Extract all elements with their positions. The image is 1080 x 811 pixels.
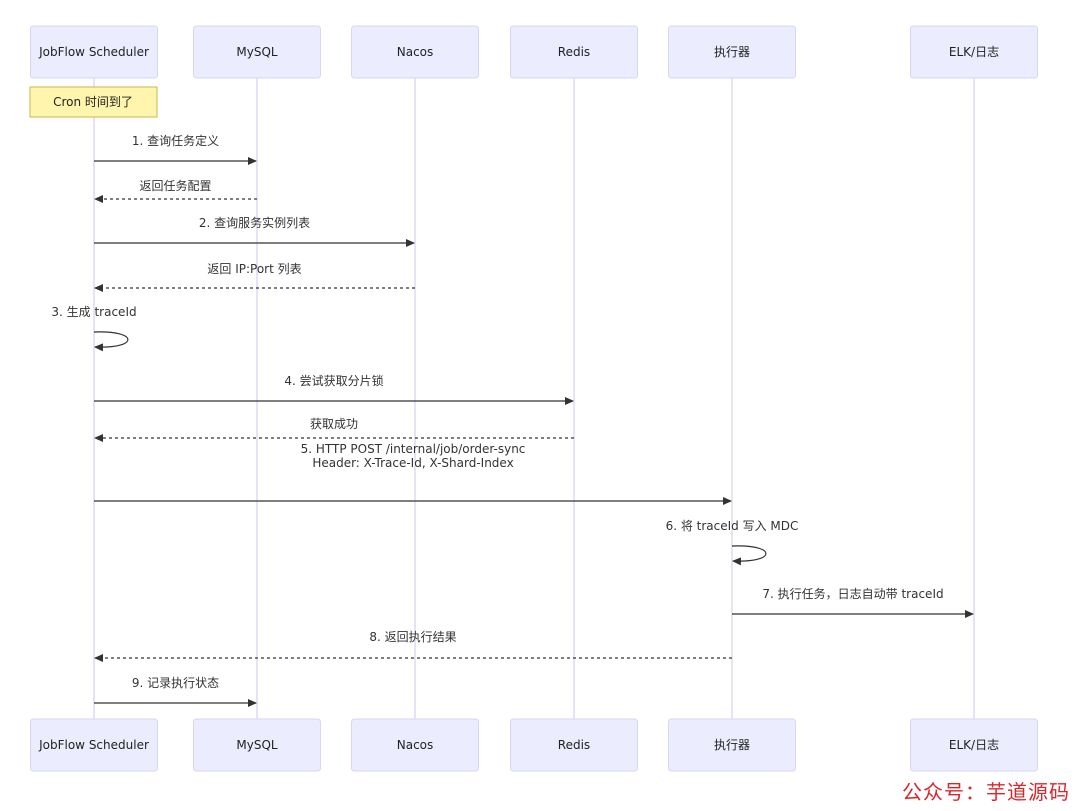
participant-box	[351, 25, 479, 79]
participant-box	[510, 25, 638, 79]
participant-box	[910, 25, 1038, 79]
message-8: 5. HTTP POST /internal/job/order-syncHea…	[94, 442, 732, 505]
participant-label: ELK/日志	[949, 45, 999, 59]
message-12: 9. 记录执行状态	[94, 676, 257, 707]
participant-label: MySQL	[236, 738, 278, 752]
message-9: 6. 将 traceId 写入 MDC	[666, 519, 799, 566]
message-11: 8. 返回执行结果	[94, 630, 732, 662]
participant-box	[193, 25, 321, 79]
message-label: 1. 查询任务定义	[132, 133, 219, 148]
participant-label: 执行器	[714, 45, 750, 59]
participant-nacos-bottom: Nacos	[351, 718, 479, 772]
message-4: 返回 IP:Port 列表	[94, 262, 415, 292]
message-10: 7. 执行任务，日志自动带 traceId	[732, 586, 974, 618]
message-label: 8. 返回执行结果	[369, 630, 456, 644]
participant-box	[30, 25, 158, 79]
participant-box	[668, 718, 796, 772]
self-arrow	[731, 545, 767, 566]
participant-box	[510, 718, 638, 772]
message-1: 1. 查询任务定义	[94, 133, 257, 165]
message-7: 获取成功	[94, 417, 574, 442]
participant-scheduler-top: JobFlow Scheduler	[30, 25, 158, 79]
message-label: 6. 将 traceId 写入 MDC	[666, 519, 799, 533]
participant-redis-top: Redis	[510, 25, 638, 79]
participant-redis-bottom: Redis	[510, 718, 638, 772]
participant-box	[30, 718, 158, 772]
message-label: 返回任务配置	[139, 178, 211, 193]
participant-label: JobFlow Scheduler	[38, 738, 149, 752]
participant-box	[910, 718, 1038, 772]
participant-elk-top: ELK/日志	[910, 25, 1038, 79]
message-label: 7. 执行任务，日志自动带 traceId	[762, 586, 943, 601]
participant-nacos-top: Nacos	[351, 25, 479, 79]
message-label: 3. 生成 traceId	[51, 305, 136, 319]
message-label: 9. 记录执行状态	[132, 676, 219, 690]
participant-scheduler-bottom: JobFlow Scheduler	[30, 718, 158, 772]
message-label: 2. 查询服务实例列表	[199, 215, 310, 230]
participant-box	[668, 25, 796, 79]
watermark: 公众号：芋道源码	[902, 780, 1070, 804]
participant-label: ELK/日志	[949, 738, 999, 752]
participant-elk-bottom: ELK/日志	[910, 718, 1038, 772]
participant-label: 执行器	[714, 738, 750, 752]
message-label: Header: X-Trace-Id, X-Shard-Index	[312, 456, 513, 470]
participant-mysql-bottom: MySQL	[193, 718, 321, 772]
message-2: 返回任务配置	[94, 178, 257, 203]
participant-label: Nacos	[397, 45, 434, 59]
self-arrow	[93, 331, 129, 352]
participant-label: Redis	[558, 738, 590, 752]
message-3: 2. 查询服务实例列表	[94, 215, 415, 247]
message-6: 4. 尝试获取分片锁	[94, 373, 574, 405]
participant-label: Nacos	[397, 738, 434, 752]
message-label: 5. HTTP POST /internal/job/order-sync	[301, 442, 526, 456]
participant-label: Redis	[558, 45, 590, 59]
note-box	[29, 86, 158, 118]
message-label: 返回 IP:Port 列表	[207, 262, 301, 276]
participant-executor-bottom: 执行器	[668, 718, 796, 772]
participant-executor-top: 执行器	[668, 25, 796, 79]
message-label: 4. 尝试获取分片锁	[284, 373, 383, 388]
participant-box	[351, 718, 479, 772]
participant-label: MySQL	[236, 45, 278, 59]
participant-mysql-top: MySQL	[193, 25, 321, 79]
note: Cron 时间到了	[29, 86, 158, 118]
message-label: 获取成功	[310, 417, 358, 431]
participant-box	[193, 718, 321, 772]
participant-label: JobFlow Scheduler	[38, 45, 149, 59]
note-text: Cron 时间到了	[53, 95, 133, 109]
message-5: 3. 生成 traceId	[51, 305, 137, 352]
